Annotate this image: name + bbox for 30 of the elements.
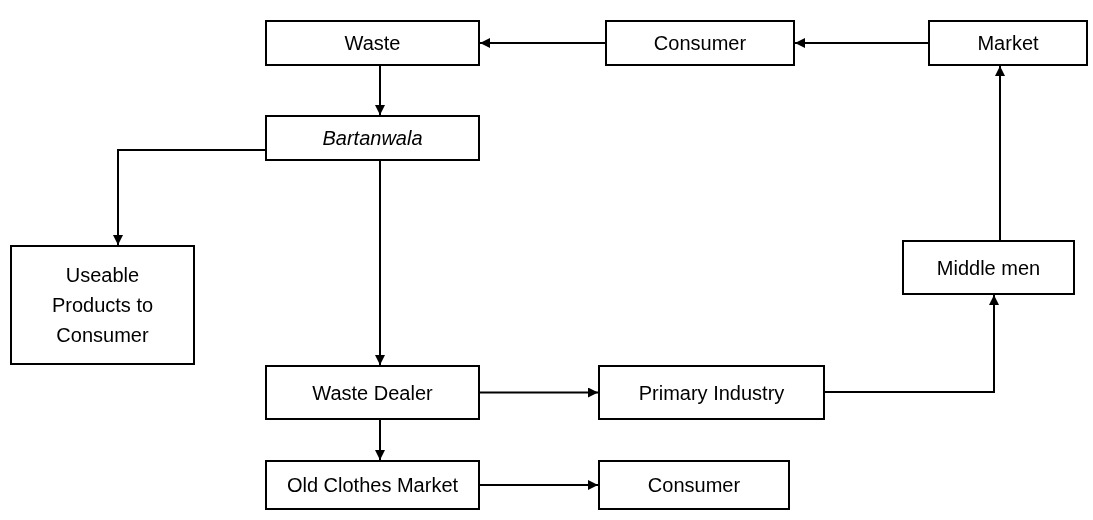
arrow <box>479 387 599 398</box>
process-box <box>265 20 480 66</box>
box-label: Bartanwala <box>322 126 423 151</box>
process-box <box>605 20 795 66</box>
arrow <box>824 294 999 393</box>
arrow <box>113 149 266 246</box>
arrow <box>375 65 385 116</box>
process-box <box>10 245 195 365</box>
arrow <box>479 38 606 48</box>
box-label: Waste <box>344 31 401 56</box>
process-box <box>265 115 480 161</box>
box-label: Waste Dealer <box>312 380 433 406</box>
arrow <box>375 160 385 366</box>
arrow <box>794 38 929 48</box>
arrow <box>375 419 385 461</box>
process-box <box>265 460 480 510</box>
box-label: Consumer <box>653 31 747 56</box>
box-label: Consumer <box>647 473 741 498</box>
process-box <box>928 20 1088 66</box>
box-label: Primary Industry <box>638 380 785 406</box>
process-box <box>265 365 480 420</box>
arrow <box>479 480 599 490</box>
process-box <box>598 365 825 420</box>
arrow <box>995 65 1005 241</box>
box-label: Middle men <box>936 255 1041 281</box>
box-label: Useable Products to Consumer <box>50 263 155 348</box>
process-box <box>598 460 790 510</box>
box-label: Market <box>977 31 1039 56</box>
box-label: Old Clothes Market <box>286 473 459 498</box>
process-box <box>902 240 1075 295</box>
